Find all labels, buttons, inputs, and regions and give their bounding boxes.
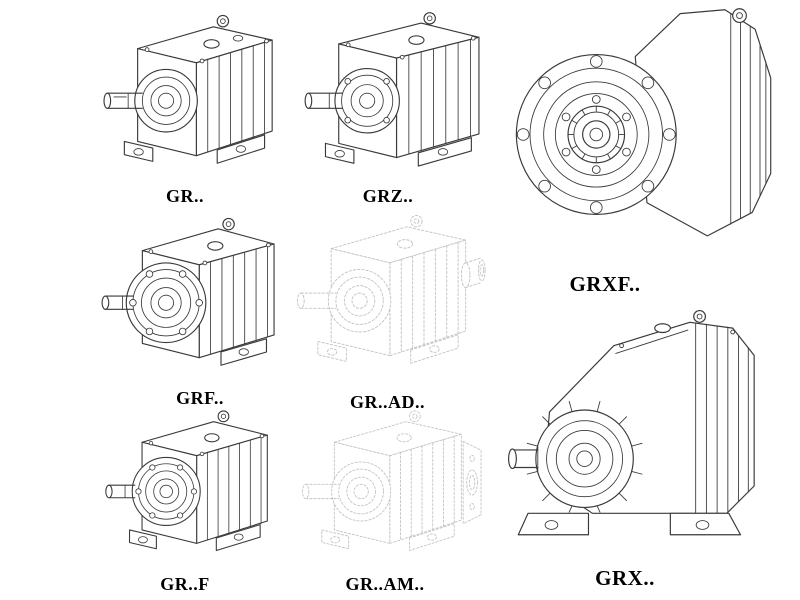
label-grz: GRZ.. [362,186,414,206]
lifting-eye [693,310,707,323]
output-shaft [297,292,337,309]
housing-body [634,9,772,237]
oil-plug [203,39,220,49]
grx-helical-gearbox-drawing [507,310,755,536]
output-shaft [103,92,143,109]
radial-fins [526,400,643,513]
label-gram: GR..AM.. [345,574,425,594]
figure-grad [283,206,493,386]
output-shaft [105,484,136,499]
figure-grf2 [85,402,285,572]
lifting-eye [732,8,747,23]
oil-plug [654,323,671,334]
cooling-ribs [408,38,471,155]
output-shaft [302,483,340,500]
gear-teeth [567,105,625,164]
label-grxf: GRXF.. [569,272,641,296]
output-shaft [304,92,344,109]
output-shaft [101,295,134,310]
cover-bolt-holes [561,95,631,174]
motor-mounting-flange [462,440,482,525]
figure-gr [85,6,285,186]
lifting-eye [423,12,436,25]
cooling-ribs [695,322,749,514]
grxf-flange-mounted-gearbox-drawing [515,8,772,237]
lifting-eye [216,14,230,28]
gr-foot-mounted-gearbox-drawing [103,14,273,164]
figure-grx [495,295,795,563]
cooling-ribs [206,436,262,541]
figure-gram [283,402,493,572]
flange-bolt-holes [129,270,203,336]
lifting-eye [217,410,230,423]
oil-plug [408,35,425,45]
cooling-ribs [210,245,268,355]
flange-bolt-holes [516,55,676,214]
cooling-ribs [730,13,767,225]
figure-grf [85,208,285,388]
output-shaft [507,445,539,472]
label-grad: GR..AD.. [350,392,425,412]
grf-flange-gearbox-drawing [101,217,275,366]
label-grf2: GR..F [160,574,210,594]
cooling-ribs [207,41,266,153]
label-gr: GR.. [166,186,204,206]
gram-motor-flange-gearbox-drawing [302,410,482,551]
grz-gearbox-drawing [304,12,480,167]
lifting-eye [222,217,235,231]
oil-plug [207,241,224,251]
label-grx: GRX.. [595,566,655,590]
flange-bolt-holes [135,464,198,519]
grf-foot-flange-gearbox-drawing [105,410,268,552]
label-grf: GRF.. [176,388,224,408]
figure-grz [288,6,488,186]
grad-adapter-gearbox-drawing [297,215,486,364]
figure-grxf [495,0,795,268]
input-adapter [460,257,486,288]
oil-plug [204,433,220,443]
